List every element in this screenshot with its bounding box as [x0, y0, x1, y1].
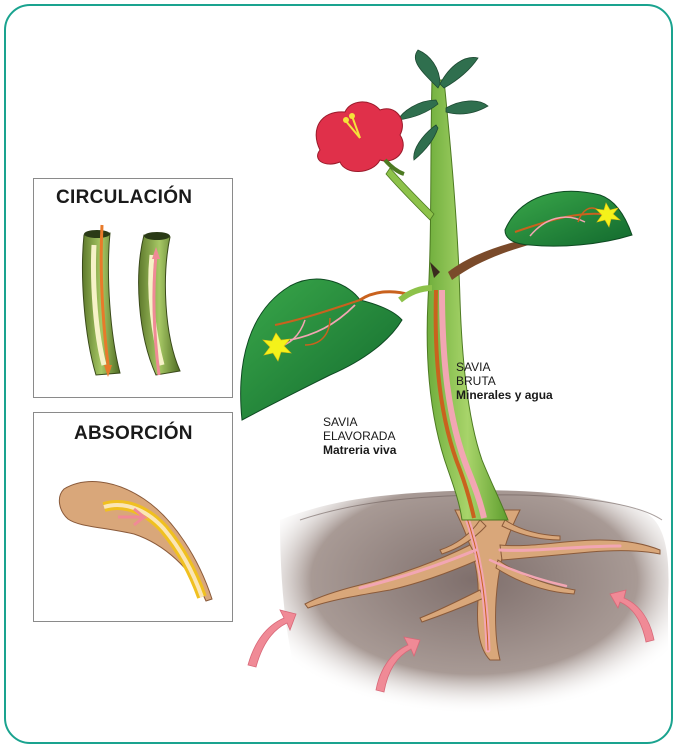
flower [316, 102, 404, 174]
processed-sap-line1: SAVIA [323, 415, 396, 429]
circulation-title: CIRCULACIÓN [56, 187, 192, 209]
tube-right [139, 232, 180, 375]
processed-sap-line3: Matreria viva [323, 443, 396, 457]
processed-sap-line2: ELAVORADA [323, 429, 396, 443]
raw-sap-line1: SAVIA [456, 360, 553, 374]
raw-sap-line3: Minerales y agua [456, 388, 553, 402]
absorption-panel: ABSORCIÓN [33, 412, 233, 622]
flower-branch [386, 168, 434, 220]
processed-sap-label: SAVIA ELAVORADA Matreria viva [323, 415, 396, 457]
left-leaf [241, 279, 410, 420]
circulation-panel: CIRCULACIÓN [33, 178, 233, 398]
root-hair-illustration [34, 449, 234, 619]
circulation-tubes-illustration [34, 215, 234, 395]
right-leaf [505, 191, 632, 246]
stem [427, 80, 508, 520]
tube-left [83, 225, 121, 377]
left-petiole [400, 288, 432, 300]
raw-sap-label: SAVIA BRUTA Minerales y agua [456, 360, 553, 402]
raw-sap-line2: BRUTA [456, 374, 553, 388]
absorption-title: ABSORCIÓN [74, 423, 193, 445]
